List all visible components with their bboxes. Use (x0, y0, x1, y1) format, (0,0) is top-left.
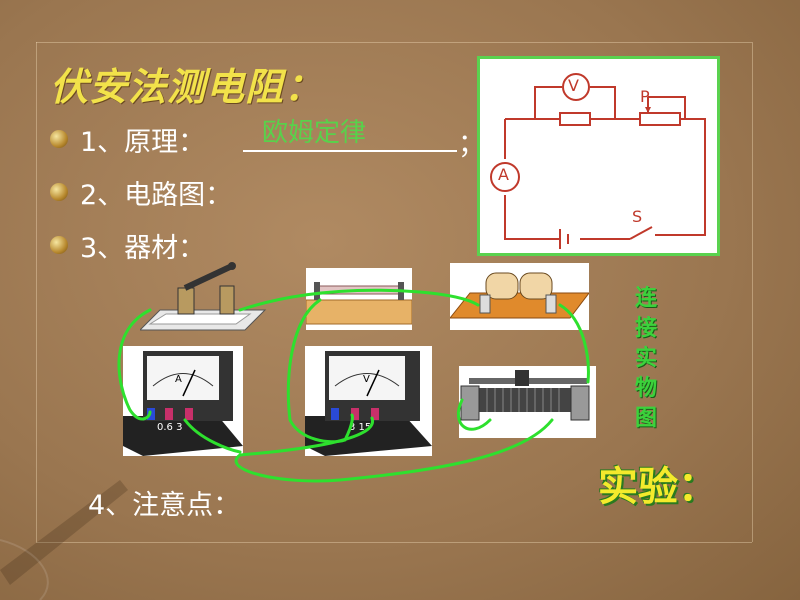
item-principle-label: 1、原理： (80, 127, 206, 158)
item-principle-answer: 欧姆定律 (262, 118, 367, 148)
item-circuit-label: 2、电路图： (80, 180, 233, 211)
battery-holder-image (448, 263, 591, 330)
side-text-char: 连 (634, 286, 657, 311)
voltmeter-scale-labels: 3 15 (349, 422, 372, 433)
bullet-icon (50, 183, 68, 201)
circuit-schematic (490, 73, 706, 249)
side-text-char: 接 (634, 316, 657, 341)
ammeter-symbol-icon (490, 162, 520, 192)
frame-line-bottom (36, 542, 752, 543)
circuit-label-voltmeter: V (568, 76, 579, 95)
frame-line-top (36, 42, 752, 43)
experiment-label: 实验： (598, 464, 718, 510)
side-text-char: 物 (634, 376, 657, 401)
ammeter-image: A 0.6 3 (123, 346, 243, 456)
bullet-icon (50, 236, 68, 254)
side-text-column: 连 接 实 物 图 (631, 284, 661, 434)
ammeter-symbol: A (175, 374, 182, 385)
frame-line-right (752, 42, 753, 542)
bullet-icon (50, 130, 68, 148)
slide-title: 伏安法测电阻： (50, 65, 324, 109)
pen-decoration (0, 480, 128, 600)
voltmeter-image: V 3 15 (305, 346, 432, 456)
ammeter-scale-labels: 0.6 3 (157, 422, 183, 433)
voltmeter-symbol-icon (562, 73, 590, 101)
note-label: 4、注意点： (88, 490, 241, 521)
item-equipment-label: 3、器材： (80, 233, 206, 264)
circuit-diagram: V A P S (477, 56, 720, 256)
answer-blank-line (243, 150, 457, 152)
side-text-char: 实 (634, 346, 657, 371)
voltmeter-symbol: V (363, 374, 370, 385)
side-text-char: 图 (634, 406, 657, 431)
knife-switch-image (140, 262, 267, 331)
circuit-label-rheostat: P (640, 87, 650, 106)
circuit-label-ammeter: A (498, 165, 509, 184)
circuit-label-switch: S (632, 207, 643, 226)
frame-line-left (36, 42, 37, 542)
